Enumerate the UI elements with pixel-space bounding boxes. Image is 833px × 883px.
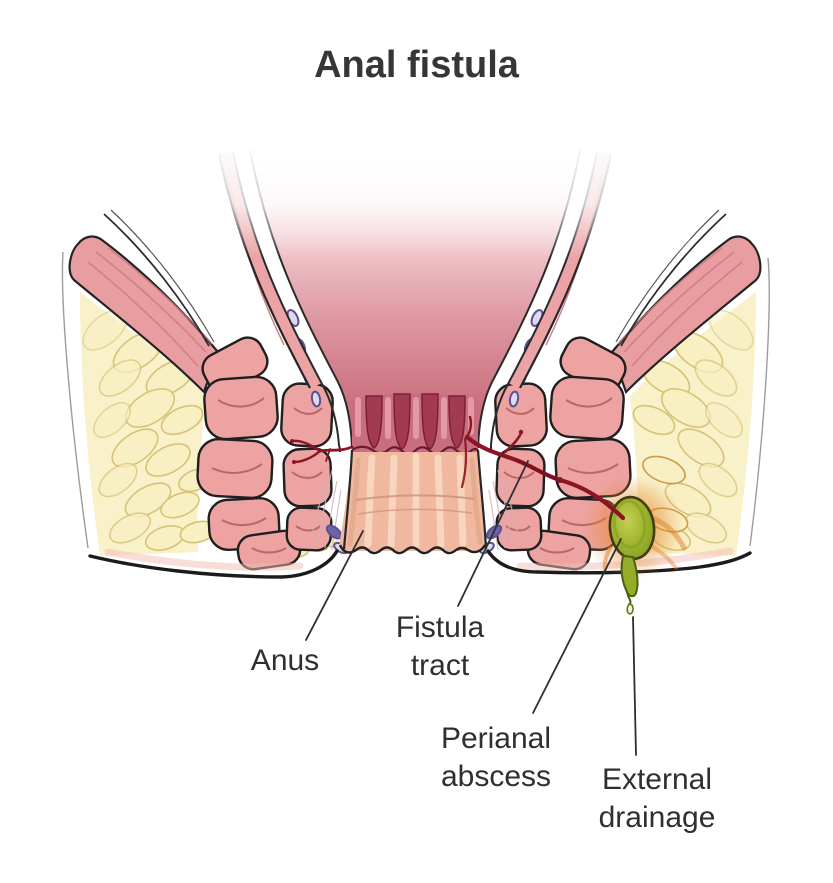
levator-ani-left [68, 209, 220, 395]
label-perianal-abscess: Perianal abscess [440, 722, 552, 793]
anal-canal [338, 449, 488, 555]
anal-verge [338, 544, 487, 555]
anus-leader-line [305, 530, 364, 641]
fistula-tract-leader-line [457, 460, 529, 607]
perianal-abscess [583, 475, 687, 579]
perianal-abscess-leader-line [532, 538, 622, 714]
top-fade [150, 140, 690, 258]
fistula-tract [290, 415, 626, 521]
levator-ani-right [610, 209, 762, 395]
outer-fascia-lines [61, 251, 770, 549]
external-drainage-drip [620, 554, 639, 615]
label-external-drainage: External drainage [598, 763, 716, 834]
label-anus: Anus [250, 644, 320, 677]
dentate-line [351, 393, 479, 455]
fistula-branch-left [290, 439, 354, 464]
label-fistula-tract: Fistula tract [395, 611, 485, 682]
page-title: Anal fistula [314, 44, 519, 86]
drainage-droplet [626, 603, 634, 615]
leader-lines [305, 460, 637, 756]
external-drainage-leader-line [632, 616, 637, 756]
